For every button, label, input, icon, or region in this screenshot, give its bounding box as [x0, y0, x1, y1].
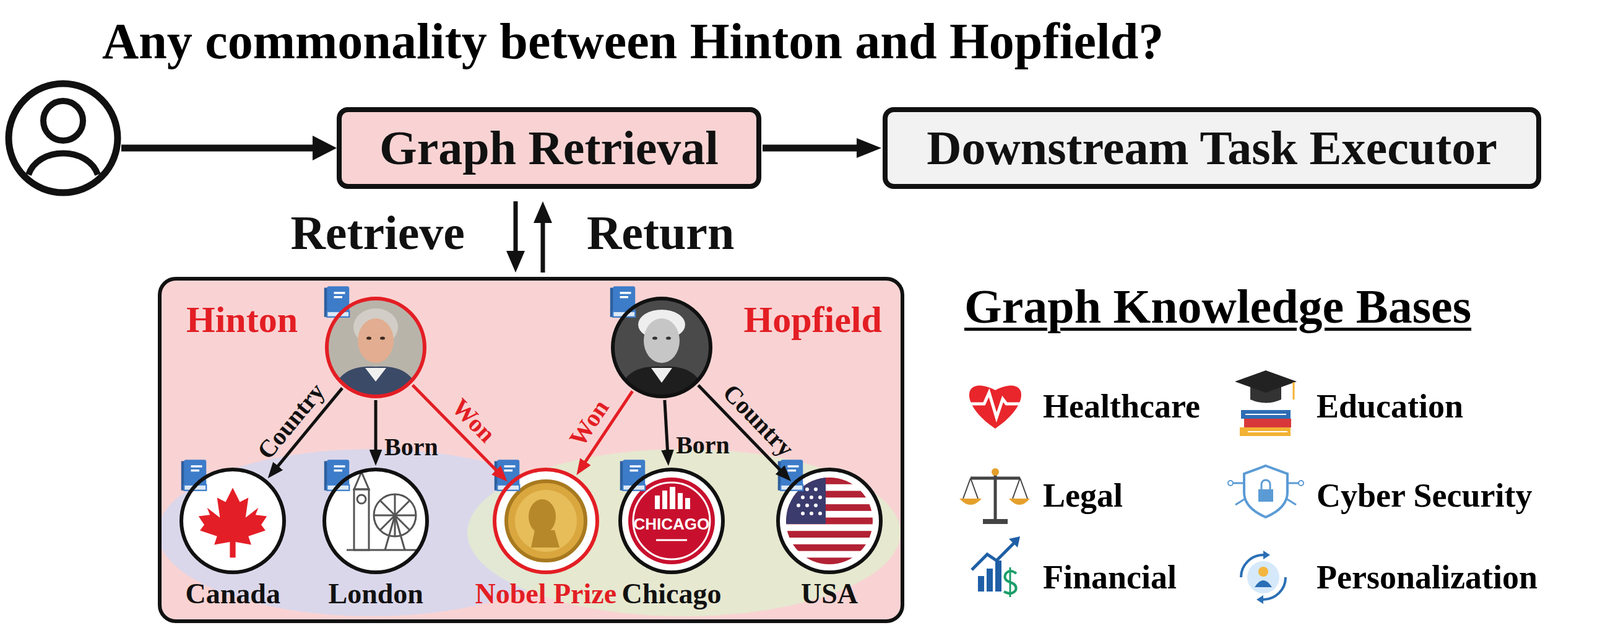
london-sketch	[346, 471, 419, 550]
category-label: Education	[1316, 388, 1464, 425]
node-label: London	[328, 578, 424, 610]
node-label: Hopfield	[743, 298, 883, 340]
legal-icon	[959, 467, 1030, 524]
arrow-label: Retrieve	[290, 206, 465, 260]
node-label: Canada	[185, 578, 281, 610]
title: Any commonality between Hinton and Hopfi…	[102, 13, 1164, 70]
entity-circle: Hopfield	[610, 296, 713, 398]
node-label: USA	[800, 578, 858, 610]
node-discs	[180, 297, 882, 573]
nobel-medal	[506, 480, 586, 561]
category-label: Cyber Security	[1316, 477, 1532, 514]
process-box: Downstream Task Executor	[882, 107, 1542, 189]
category-label: Financial	[1042, 558, 1177, 596]
node-circle	[326, 298, 425, 397]
entity-circle: London	[322, 467, 429, 574]
node-circle	[181, 469, 285, 572]
maple-leaf	[198, 487, 267, 558]
node-outline	[179, 467, 286, 574]
input-arrow	[121, 135, 337, 161]
category-label: Healthcare	[1042, 388, 1201, 425]
user-icon	[8, 83, 118, 193]
node-outline	[776, 467, 883, 574]
box-label: Downstream Task Executor	[926, 121, 1498, 175]
financial-icon	[971, 536, 1021, 597]
node-label: Nobel Prize	[475, 578, 618, 610]
process-box: Graph Retrieval	[336, 107, 762, 189]
node-circle	[494, 469, 598, 572]
edge-label: Born	[675, 431, 730, 459]
node-circle	[612, 298, 711, 397]
node-label: Chicago	[622, 578, 722, 610]
category-label: Legal	[1042, 477, 1123, 514]
education-icon	[1234, 370, 1297, 436]
section-heading: Graph Knowledge Bases	[964, 279, 1472, 333]
node-label: Hinton	[186, 298, 298, 340]
arrow-label: Return	[586, 206, 735, 260]
edge-label: Country	[251, 378, 330, 465]
graph-panel	[157, 278, 903, 621]
connector	[412, 384, 502, 476]
book-icons	[181, 285, 804, 491]
connector	[374, 399, 378, 458]
node-outline	[610, 296, 713, 398]
node-circle	[620, 469, 723, 572]
edge-label: Won	[446, 393, 501, 448]
logo-text: CHICAGO	[633, 514, 710, 533]
box-label: Graph Retrieval	[379, 121, 719, 175]
connector	[664, 399, 668, 458]
node-outline	[324, 296, 427, 398]
personalization-icon	[1241, 550, 1286, 604]
healthcare-icon	[969, 385, 1022, 429]
entity-circle: Nobel Prize	[492, 467, 600, 574]
edge-label: Born	[384, 433, 439, 461]
cyber-security-icon	[1228, 465, 1304, 517]
entity-circle: Canada	[179, 467, 286, 574]
node-outline	[492, 467, 600, 574]
entity-circle: USA	[776, 467, 883, 574]
node-circle	[778, 469, 881, 572]
node-circle	[324, 469, 428, 572]
edge-label: Won	[563, 394, 615, 451]
connector	[762, 144, 870, 152]
retrieve-return-arrows	[506, 201, 553, 273]
node-outline	[322, 467, 429, 574]
entity-circle: Hinton	[324, 296, 427, 398]
category-label: Personalization	[1316, 558, 1538, 596]
